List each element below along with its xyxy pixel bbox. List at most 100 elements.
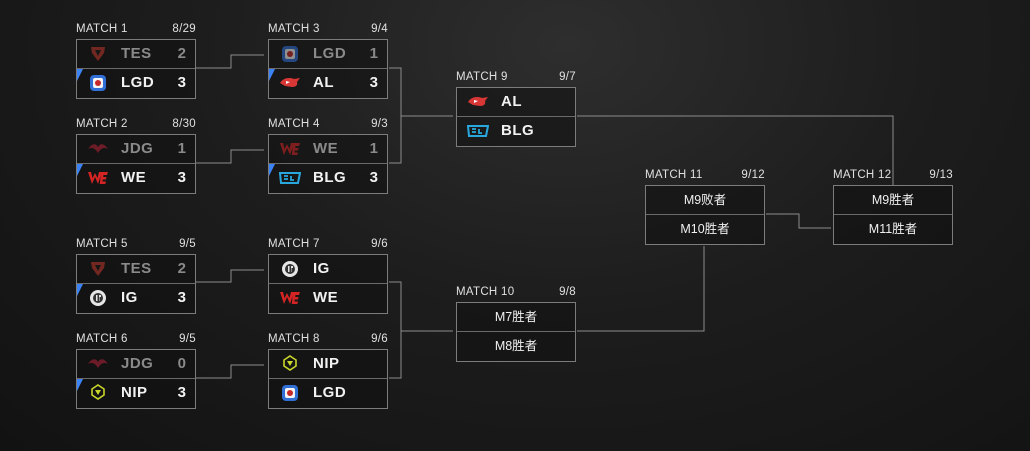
team-row[interactable]: IG bbox=[269, 255, 387, 283]
team-score: 3 bbox=[177, 74, 186, 91]
match-header: MATCH 9 9/7 bbox=[456, 70, 576, 84]
lgd-logo-icon bbox=[279, 384, 301, 402]
team-row[interactable]: WE 3 bbox=[77, 163, 195, 192]
team-name: BLG bbox=[313, 169, 347, 186]
team-name: JDG bbox=[121, 355, 154, 372]
match-box[interactable]: AL BLG bbox=[456, 87, 576, 147]
match-box[interactable]: TES 2 LGD 3 bbox=[76, 39, 196, 99]
match-label: MATCH 3 bbox=[268, 23, 320, 35]
team-row[interactable]: LGD bbox=[269, 378, 387, 407]
team-row[interactable]: JDG 1 bbox=[77, 135, 195, 163]
team-name: LGD bbox=[313, 45, 347, 62]
team-row[interactable]: LGD 3 bbox=[77, 68, 195, 97]
match-header: MATCH 12 9/13 bbox=[833, 168, 953, 182]
match-header: MATCH 3 9/4 bbox=[268, 22, 388, 36]
team-name: NIP bbox=[313, 355, 340, 372]
placeholder-row[interactable]: M9败者 bbox=[646, 186, 764, 214]
match-box[interactable]: JDG 0 NIP 3 bbox=[76, 349, 196, 409]
team-name: TES bbox=[121, 45, 152, 62]
match-header: MATCH 7 9/6 bbox=[268, 237, 388, 251]
winner-flag-icon bbox=[77, 284, 83, 296]
team-score: 0 bbox=[177, 355, 186, 372]
placeholder-row[interactable]: M10胜者 bbox=[646, 214, 764, 243]
team-name: IG bbox=[313, 260, 330, 277]
team-row[interactable]: BLG bbox=[457, 116, 575, 145]
team-name: NIP bbox=[121, 384, 148, 401]
tes-logo-icon bbox=[87, 45, 109, 63]
team-name: IG bbox=[121, 289, 138, 306]
match-header: MATCH 2 8/30 bbox=[76, 117, 196, 131]
match-date: 9/5 bbox=[179, 238, 196, 250]
jdg-logo-icon bbox=[87, 355, 109, 373]
winner-flag-icon bbox=[269, 69, 275, 81]
team-row[interactable]: AL 3 bbox=[269, 68, 387, 97]
blg-logo-icon bbox=[467, 122, 489, 140]
placeholder-row[interactable]: M9胜者 bbox=[834, 186, 952, 214]
team-row[interactable]: NIP bbox=[269, 350, 387, 378]
winner-flag-icon bbox=[77, 69, 83, 81]
match-header: MATCH 1 8/29 bbox=[76, 22, 196, 36]
winner-flag-icon bbox=[77, 379, 83, 391]
we-logo-icon bbox=[279, 289, 301, 307]
team-name: JDG bbox=[121, 140, 154, 157]
match-box[interactable]: M9败者 M10胜者 bbox=[645, 185, 765, 245]
team-row[interactable]: TES 2 bbox=[77, 40, 195, 68]
match-label: MATCH 7 bbox=[268, 238, 320, 250]
placeholder-row[interactable]: M7胜者 bbox=[457, 303, 575, 331]
match-label: MATCH 2 bbox=[76, 118, 128, 130]
nip-logo-icon bbox=[279, 355, 301, 373]
team-score: 2 bbox=[177, 260, 186, 277]
team-score: 3 bbox=[369, 74, 378, 91]
lgd-logo-icon bbox=[87, 74, 109, 92]
placeholder-text: M9败者 bbox=[683, 193, 727, 207]
match-box[interactable]: LGD 1 AL 3 bbox=[268, 39, 388, 99]
placeholder-row[interactable]: M8胜者 bbox=[457, 331, 575, 360]
ig-logo-icon bbox=[279, 260, 301, 278]
match-label: MATCH 11 bbox=[645, 169, 703, 181]
lgd-logo-icon bbox=[279, 45, 301, 63]
team-row[interactable]: BLG 3 bbox=[269, 163, 387, 192]
match-date: 9/3 bbox=[371, 118, 388, 130]
match-box[interactable]: WE 1 BLG 3 bbox=[268, 134, 388, 194]
match-date: 9/6 bbox=[371, 238, 388, 250]
placeholder-text: M10胜者 bbox=[680, 222, 730, 236]
match-label: MATCH 4 bbox=[268, 118, 320, 130]
match-box[interactable]: M9胜者 M11胜者 bbox=[833, 185, 953, 245]
team-row[interactable]: LGD 1 bbox=[269, 40, 387, 68]
placeholder-text: M11胜者 bbox=[868, 222, 918, 236]
al-logo-icon bbox=[467, 93, 489, 111]
team-name: WE bbox=[121, 169, 147, 186]
blg-logo-icon bbox=[279, 169, 301, 187]
team-score: 3 bbox=[369, 169, 378, 186]
team-row[interactable]: JDG 0 bbox=[77, 350, 195, 378]
team-row[interactable]: IG 3 bbox=[77, 283, 195, 312]
jdg-logo-icon bbox=[87, 140, 109, 158]
team-row[interactable]: AL bbox=[457, 88, 575, 116]
match-header: MATCH 4 9/3 bbox=[268, 117, 388, 131]
match-box[interactable]: M7胜者 M8胜者 bbox=[456, 302, 576, 362]
team-row[interactable]: NIP 3 bbox=[77, 378, 195, 407]
winner-flag-icon bbox=[77, 164, 83, 176]
ig-logo-icon bbox=[87, 289, 109, 307]
match-box[interactable]: NIP LGD bbox=[268, 349, 388, 409]
team-row[interactable]: TES 2 bbox=[77, 255, 195, 283]
team-name: BLG bbox=[501, 122, 535, 139]
placeholder-text: M9胜者 bbox=[871, 193, 915, 207]
we-logo-icon bbox=[87, 169, 109, 187]
team-score: 1 bbox=[369, 140, 378, 157]
team-row[interactable]: WE 1 bbox=[269, 135, 387, 163]
match-header: MATCH 11 9/12 bbox=[645, 168, 765, 182]
team-row[interactable]: WE bbox=[269, 283, 387, 312]
placeholder-text: M7胜者 bbox=[494, 310, 538, 324]
placeholder-row[interactable]: M11胜者 bbox=[834, 214, 952, 243]
match-date: 9/12 bbox=[741, 169, 765, 181]
match-box[interactable]: TES 2 IG 3 bbox=[76, 254, 196, 314]
team-name: LGD bbox=[121, 74, 155, 91]
match-box[interactable]: JDG 1 WE 3 bbox=[76, 134, 196, 194]
team-name: LGD bbox=[313, 384, 347, 401]
match-date: 9/13 bbox=[929, 169, 953, 181]
match-label: MATCH 12 bbox=[833, 169, 892, 181]
match-box[interactable]: IG WE bbox=[268, 254, 388, 314]
we-logo-icon bbox=[279, 140, 301, 158]
team-score: 1 bbox=[177, 140, 186, 157]
